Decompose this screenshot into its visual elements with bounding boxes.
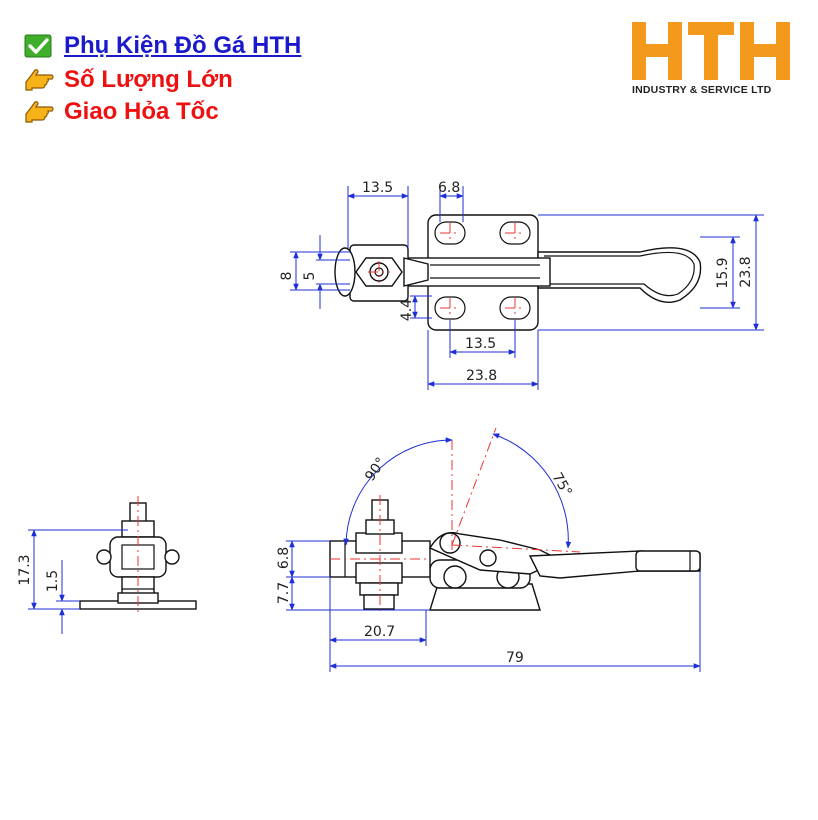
logo-subtitle: INDUSTRY & SERVICE LTD — [632, 84, 772, 96]
dim-angle-75: 75° — [549, 470, 575, 500]
company-logo: INDUSTRY & SERVICE LTD — [630, 20, 800, 100]
quantity-text: Số Lượng Lớn — [64, 66, 233, 93]
pointing-hand-icon — [24, 100, 54, 124]
dim-side-17-3: 17.3 — [17, 554, 33, 585]
top-view: 13.5 6.8 8 5 4.4 13.5 23.8 — [279, 180, 764, 390]
dim-bottom-13-5: 13.5 — [465, 336, 496, 352]
side-view: 17.3 1.5 — [17, 496, 197, 634]
hch-logo-mark — [632, 22, 790, 80]
headline-delivery: Giao Hỏa Tốc — [24, 98, 219, 126]
front-view: 90° 75° 6.8 7.7 20.7 79 — [276, 427, 701, 672]
dim-front-20-7: 20.7 — [364, 624, 395, 640]
dim-top-13-5: 13.5 — [362, 180, 393, 196]
parts-link[interactable]: Phụ Kiện Đồ Gá HTH — [64, 32, 302, 59]
dim-front-79: 79 — [506, 650, 524, 666]
pointing-hand-icon — [24, 68, 54, 92]
headline-quantity: Số Lượng Lớn — [24, 66, 233, 94]
dim-right-15-9: 15.9 — [715, 257, 731, 288]
dim-front-6-8: 6.8 — [276, 547, 292, 569]
delivery-text: Giao Hỏa Tốc — [64, 98, 219, 125]
headline-parts-link[interactable]: Phụ Kiện Đồ Gá HTH — [24, 32, 301, 60]
dim-bottom-23-8: 23.8 — [466, 368, 497, 384]
dim-angle-90: 90° — [362, 455, 389, 485]
dim-right-23-8: 23.8 — [738, 256, 754, 287]
dim-top-6-8: 6.8 — [438, 180, 460, 196]
dim-left-4-4: 4.4 — [399, 299, 415, 321]
check-box-icon — [24, 34, 54, 58]
dim-left-5: 5 — [302, 272, 318, 281]
dim-left-8: 8 — [279, 272, 295, 281]
dim-side-1-5: 1.5 — [45, 570, 61, 592]
dim-front-7-7: 7.7 — [276, 582, 292, 604]
